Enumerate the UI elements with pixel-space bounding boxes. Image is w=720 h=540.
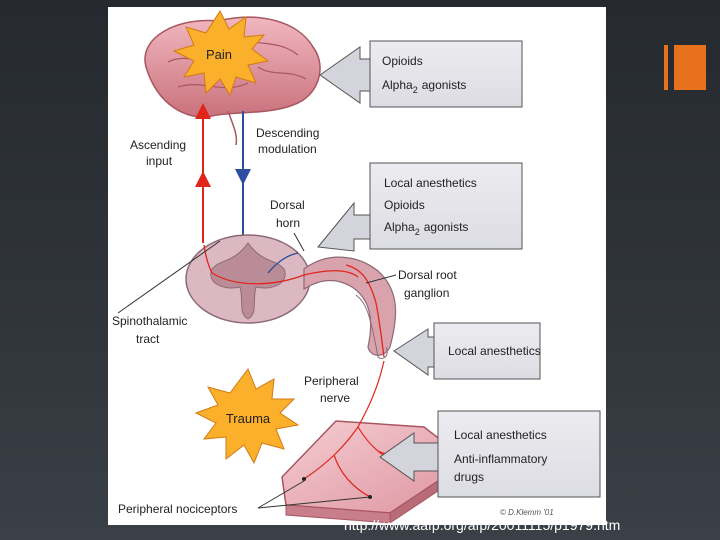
brain-drug-box: Opioids Alpha2 agonists: [319, 40, 523, 108]
descending-label-2: modulation: [258, 142, 317, 156]
dorsal-horn-pointer: [293, 232, 305, 252]
trauma-label: Trauma: [226, 411, 271, 426]
spinothalamic-pointer: [117, 240, 221, 314]
accent-line: [664, 45, 668, 90]
spinal-cord: [185, 234, 397, 360]
spinothalamic-label-2: tract: [136, 332, 160, 346]
accent-bar: [664, 45, 706, 90]
dorsal-box-alpha-sub: 2: [415, 227, 420, 237]
brain-box-alpha: Alpha: [382, 78, 413, 92]
dorsal-box-alpha: Alpha: [384, 220, 415, 234]
descending-label-1: Descending: [256, 126, 319, 140]
dorsal-root-label-2: ganglion: [404, 286, 449, 300]
nociceptors-pointer-2: [257, 496, 371, 509]
nerve-box-line1: Local anesthetics: [448, 344, 541, 358]
artist-signature: © D.Klemm '01: [500, 508, 554, 517]
dorsal-box-agonists: agonists: [424, 220, 469, 234]
dorsal-root-label-1: Dorsal root: [398, 268, 457, 282]
brain-box-agonists: agonists: [422, 78, 467, 92]
dorsal-horn-label-2: horn: [276, 216, 300, 230]
ascending-label-1: Ascending: [130, 138, 186, 152]
peripheral-nerve-label-1: Peripheral: [304, 374, 359, 388]
nociceptors-pointer-1: [257, 480, 305, 509]
brain-box-line1: Opioids: [382, 54, 423, 68]
nociceptors-label: Peripheral nociceptors: [118, 502, 237, 516]
nerve-drug-box: Local anesthetics: [393, 322, 541, 380]
source-url: http://www.aafp.org/afp/20011115/p1979.h…: [344, 517, 621, 533]
skin-box-line1: Local anesthetics: [454, 428, 547, 442]
accent-block: [674, 45, 706, 90]
peripheral-nerve-label-2: nerve: [320, 391, 350, 405]
pain-label: Pain: [206, 47, 232, 62]
skin-drug-box: Local anesthetics Anti-inflammatory drug…: [379, 410, 601, 498]
skin-box-line2: Anti-inflammatory: [454, 452, 547, 466]
dorsal-root-pointer: [365, 274, 397, 284]
dorsal-drug-box: Local anesthetics Opioids Alpha2 agonists: [317, 162, 523, 252]
dorsal-box-line2: Opioids: [384, 198, 425, 212]
spinothalamic-label-1: Spinothalamic: [112, 314, 187, 328]
trauma-burst: Trauma: [194, 367, 300, 465]
brain-box-alpha-sub: 2: [413, 85, 418, 95]
skin-box-line3: drugs: [454, 470, 484, 484]
dorsal-box-line1: Local anesthetics: [384, 176, 477, 190]
ascending-label-2: input: [146, 154, 173, 168]
dorsal-horn-label-1: Dorsal: [270, 198, 305, 212]
pain-burst: Pain: [172, 9, 270, 97]
